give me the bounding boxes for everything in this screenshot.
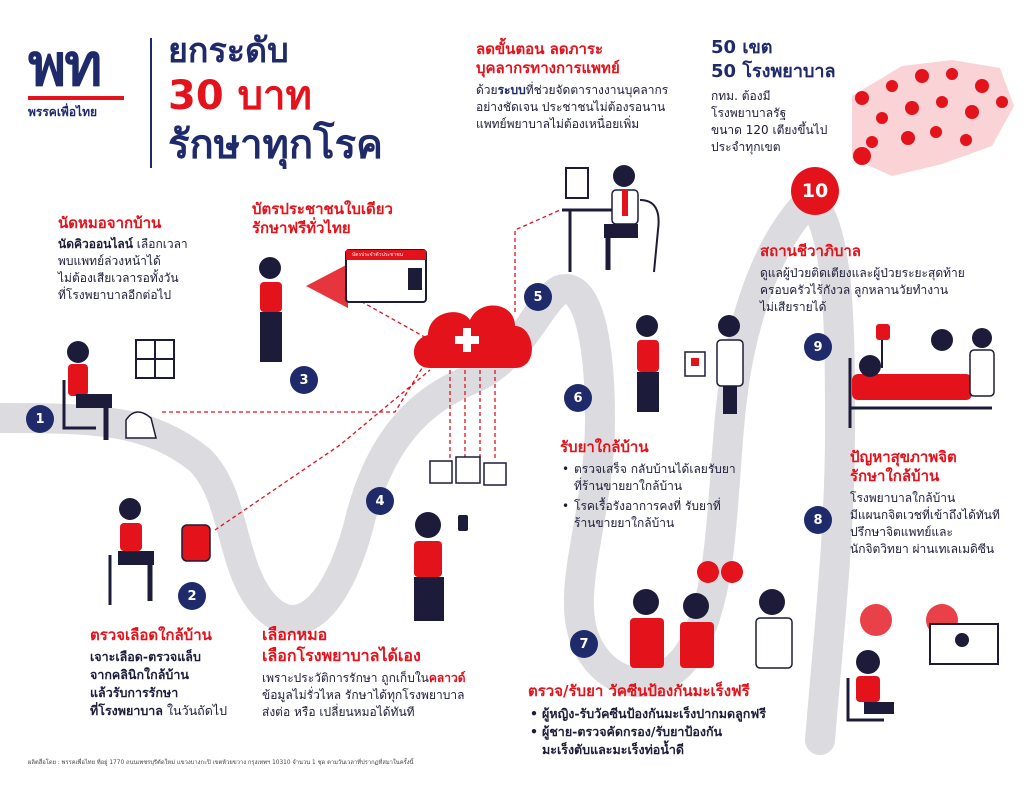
step-8-line-2: มีแผนกจิตเวชที่เข้าถึงได้ทันที (850, 508, 1000, 522)
step-7-bullet-2: ผู้ชาย-ตรวจคัดกรอง/รับยาป้องกันมะเร็งตับ… (528, 723, 828, 759)
logo-letters: พท (28, 31, 102, 99)
step-6-bullet-2-line-2: ร้านขายยาใกล้บ้าน (574, 516, 675, 530)
party-logo: พท พรรคเพื่อไทย (28, 36, 138, 122)
step-4-illustration (414, 456, 507, 621)
step-5-line-2: อย่างชัดเจน ประชาชนไม่ต้องรอนาน (476, 100, 666, 114)
step-10-line-2: โรงพยาบาลรัฐ (711, 106, 787, 120)
step-4-title-line-2: เลือกโรงพยาบาลได้เอง (262, 646, 421, 665)
step-8-illustration (846, 604, 999, 722)
step-7-bullets: ผู้หญิง-รับวัคซีนป้องกันมะเร็งปากมดลูกฟร… (528, 705, 828, 759)
step-8-badge: 8 (804, 506, 832, 534)
step-10-line-1: กทม. ต้องมี (711, 89, 771, 103)
step-3-illustration (259, 249, 427, 362)
step-5-title-line-2: บุคลากรทางการแพทย์ (476, 59, 620, 77)
step-5-illustration (562, 165, 660, 273)
step-2-line-3: แล้วรับการรักษา (90, 685, 179, 700)
step-4-badge: 4 (366, 487, 394, 515)
step-1-line-3: ไม่ต้องเสียเวลารอทั้งวัน (58, 271, 179, 285)
step-9-illustration (848, 324, 995, 428)
step-6-illustration (636, 315, 744, 414)
step-8-line-3: ปรึกษาจิตแพทย์และ (850, 525, 953, 539)
step-4-line-3: ส่งต่อ หรือ เปลี่ยนหมอได้ทันที (262, 705, 415, 719)
step-9-title: สถานชีวาภิบาล (760, 242, 861, 260)
step-8-text: ปัญหาสุขภาพจิต รักษาใกล้บ้าน โรงพยาบาลใก… (850, 448, 1020, 558)
step-2-badge: 2 (178, 582, 206, 610)
title-line-2: 30 บาท (168, 73, 312, 119)
cloud-icon (413, 305, 532, 368)
step-10-badge: 10 (791, 167, 839, 215)
step-9-line-2: ครอบครัวไร้กังวล ลูกหลานวัยทำงาน (760, 283, 949, 297)
step-1-title: นัดหมอจากบ้าน (58, 214, 162, 232)
step-6-badge: 6 (564, 384, 592, 412)
step-1-line-2: พบแพทย์ล่วงหน้าได้ (58, 254, 161, 268)
step-10-title-line-2: 50 โรงพยาบาล (711, 61, 836, 82)
step-1-highlight: นัดคิวออนไลน์ (58, 237, 133, 251)
step-4-text: เลือกหมอ เลือกโรงพยาบาลได้เอง เพราะประวั… (262, 624, 522, 721)
step-5-title-line-1: ลดขั้นตอน ลดภาระ (476, 40, 604, 58)
step-3-title-line-2: รักษาฟรีทั่วไทย (252, 219, 351, 237)
step-9-text: สถานชีวาภิบาล ดูแลผู้ป่วยติดเตียงและผู้ป… (760, 242, 1020, 316)
step-8-line-4: นักจิตวิทยา ผ่านเทเลเมดิซีน (850, 542, 995, 556)
step-1-line-4: ที่โรงพยาบาลอีกต่อไป (58, 288, 172, 302)
step-7-text: ตรวจ/รับยา วัคซีนป้องกันมะเร็งฟรี ผู้หญิ… (528, 682, 828, 759)
step-2-text: ตรวจเลือดใกล้บ้าน เจาะเลือด-ตรวจแล็บ จาก… (90, 626, 320, 720)
step-6-bullet-1-line-1: ตรวจเสร็จ กลับบ้านได้เลยรับยา (574, 462, 736, 476)
step-7-badge: 7 (570, 630, 598, 658)
header-divider (150, 38, 152, 168)
step-2-title: ตรวจเลือดใกล้บ้าน (90, 626, 212, 644)
step-7-bullet-2-line-2: มะเร็งตับและมะเร็งท่อน้ำดี (542, 742, 684, 757)
logo-party-name: พรรคเพื่อไทย (28, 105, 98, 119)
step-3-title-line-1: บัตรประชาชนใบเดียว (252, 200, 393, 218)
step-6-text: รับยาใกล้บ้าน ตรวจเสร็จ กลับบ้านได้เลยรั… (560, 438, 790, 532)
step-5-badge: 5 (524, 283, 552, 311)
step-4-title-line-1: เลือกหมอ (262, 625, 328, 644)
step-5-highlight: ระบบ (497, 83, 526, 97)
step-5-line-1-post: ที่ช่วยจัดตารางงานบุคลากร (525, 83, 669, 97)
step-4-line-2: ข้อมูลไม่รั่วไหล รักษาได้ทุกโรงพยาบาล (262, 688, 465, 702)
step-2-illustration (108, 498, 211, 605)
step-4-highlight: คลาวด์ (428, 671, 466, 685)
step-7-bullet-1: ผู้หญิง-รับวัคซีนป้องกันมะเร็งปากมดลูกฟร… (528, 705, 828, 723)
id-card-header: บัตรประจำตัวประชาชน (352, 252, 404, 258)
step-8-title-line-1: ปัญหาสุขภาพจิต (850, 448, 957, 466)
step-7-title: ตรวจ/รับยา วัคซีนป้องกันมะเร็งฟรี (528, 682, 750, 700)
step-2-line-1: เจาะเลือด-ตรวจแล็บ (90, 649, 201, 664)
step-6-bullet-2: โรคเรื้อรังอาการคงที่ รับยาที่ร้านขายยาใ… (560, 498, 790, 532)
step-5-line-1-pre: ด้วย (476, 83, 498, 97)
step-10-line-3: ขนาด 120 เตียงขึ้นไป (711, 123, 828, 137)
step-6-bullet-2-line-1: โรคเรื้อรังอาการคงที่ รับยาที่ (574, 499, 721, 513)
step-1-badge: 1 (26, 405, 54, 433)
footer-credit: ผลิตสื่อโดย : พรรคเพื่อไทย ที่อยู่ 1770 … (28, 760, 414, 766)
step-7-illustration (630, 561, 793, 669)
step-9-line-1: ดูแลผู้ป่วยติดเตียงและผู้ป่วยระยะสุดท้าย (760, 266, 965, 280)
step-3-text: บัตรประชาชนใบเดียว รักษาฟรีทั่วไทย (252, 200, 452, 238)
step-10-title-line-1: 50 เขต (711, 37, 773, 58)
step-4-line-1: เพราะประวัติการรักษา ถูกเก็บใน (262, 671, 429, 685)
step-5-line-3: แพทย์พยาบาลไม่ต้องเหนื่อยเพิ่ม (476, 117, 640, 131)
step-2-highlight: ที่โรงพยาบาล (90, 703, 163, 718)
step-9-line-3: ไม่เสียรายได้ (760, 300, 827, 314)
step-5-text: ลดขั้นตอน ลดภาระ บุคลากรทางการแพทย์ ด้วย… (476, 40, 716, 133)
step-6-bullet-1-line-2: ที่ร้านขายยาใกล้บ้าน (574, 479, 683, 493)
logo-red-bar (28, 96, 124, 100)
step-10-text: 50 เขต 50 โรงพยาบาล กทม. ต้องมี โรงพยาบา… (711, 36, 901, 156)
step-10-line-4: ประจำทุกเขต (711, 140, 781, 154)
step-2-line-2: จากคลินิกใกล้บ้าน (90, 667, 189, 682)
step-7-bullet-2-line-1: ผู้ชาย-ตรวจคัดกรอง/รับยาป้องกัน (542, 724, 723, 739)
step-9-badge: 9 (804, 333, 832, 361)
step-6-title: รับยาใกล้บ้าน (560, 438, 649, 456)
step-1-text: นัดหมอจากบ้าน นัดคิวออนไลน์ เลือกเวลา พบ… (58, 214, 258, 304)
title-line-3: รักษาทุกโรค (168, 122, 383, 168)
step-3-badge: 3 (290, 366, 318, 394)
bangkok-map (852, 60, 1014, 176)
page-title: ยกระดับ 30 บาท รักษาทุกโรค (168, 30, 383, 170)
step-8-line-1: โรงพยาบาลใกล้บ้าน (850, 491, 956, 505)
step-1-illustration (62, 339, 175, 440)
step-8-title-line-2: รักษาใกล้บ้าน (850, 467, 940, 485)
title-line-1: ยกระดับ (168, 31, 289, 71)
step-6-bullet-1: ตรวจเสร็จ กลับบ้านได้เลยรับยาที่ร้านขายย… (560, 461, 790, 495)
step-6-bullets: ตรวจเสร็จ กลับบ้านได้เลยรับยาที่ร้านขายย… (560, 461, 790, 532)
step-2-line-4: ในวันถัดไป (162, 703, 228, 718)
step-1-line-1: เลือกเวลา (132, 237, 188, 251)
